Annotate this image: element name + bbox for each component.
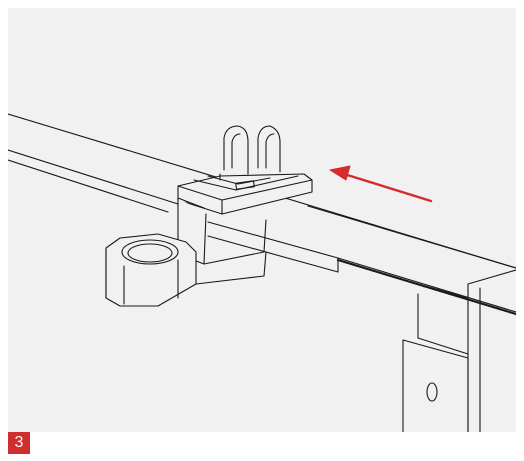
clip [105, 125, 313, 307]
assembly-illustration [8, 113, 516, 432]
direction-arrow-icon [329, 165, 433, 203]
step-number-badge: 3 [8, 432, 30, 454]
post [402, 269, 516, 432]
illustration-panel [8, 8, 516, 432]
